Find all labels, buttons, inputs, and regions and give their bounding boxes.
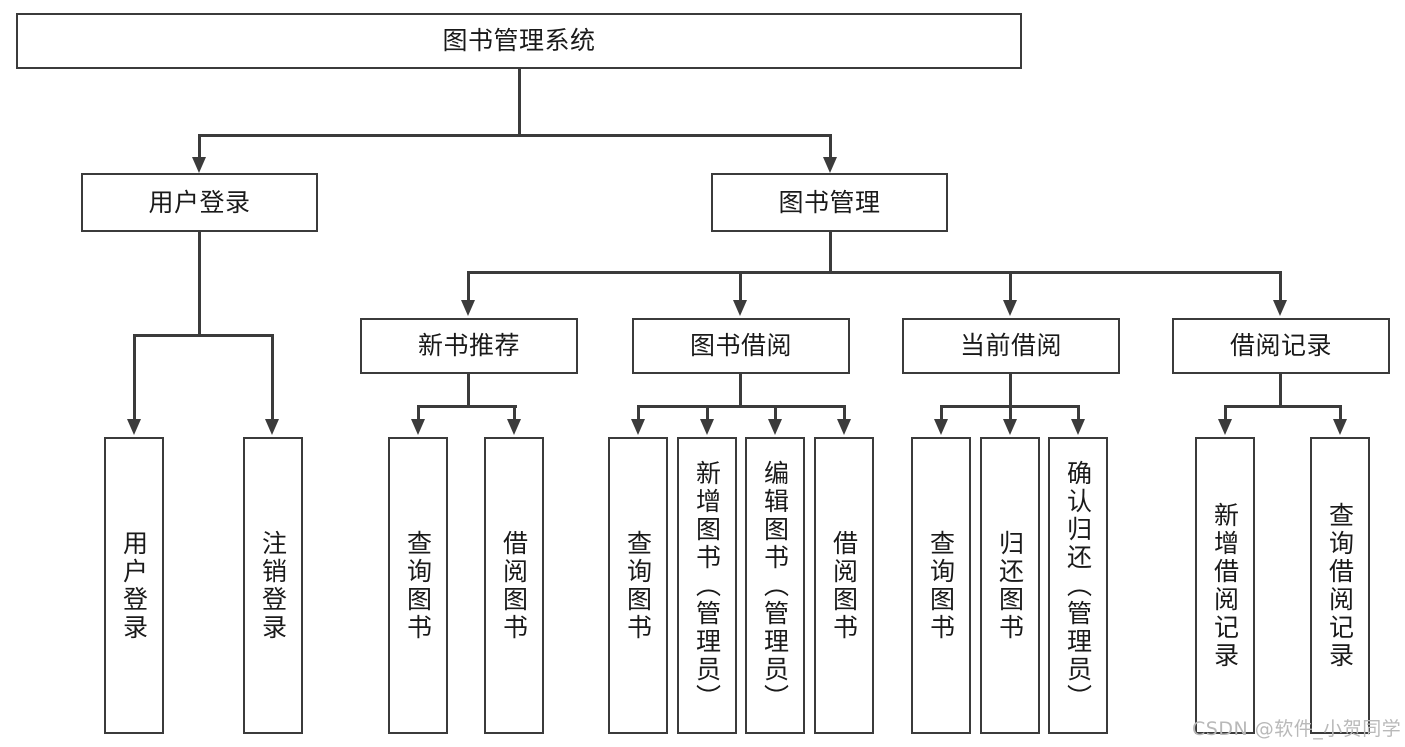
- arrow-to-book-borrow: [733, 300, 747, 316]
- edge-newbook-drop-2: [513, 405, 516, 420]
- node-book-management-label: 图书管理: [778, 187, 881, 217]
- leaf-borrow-book-label: 借阅图书: [829, 529, 859, 642]
- leaf-query-book-borrow[interactable]: 查询图书: [608, 437, 668, 734]
- edge-borrowrecord-drop-2: [1339, 405, 1342, 420]
- leaf-edit-book-admin-label: 编辑图书（管理员）: [760, 459, 790, 712]
- arrow-leaf-query-book-2: [631, 419, 645, 435]
- leaf-query-book-rec[interactable]: 查询图书: [388, 437, 448, 734]
- node-new-book-recommend-label: 新书推荐: [417, 331, 520, 360]
- edge-currentborrow-trunk: [1009, 374, 1012, 407]
- arrow-leaf-add-book: [700, 419, 714, 435]
- edge-userlogin-drop-1: [133, 334, 136, 420]
- leaf-query-borrow-record-label: 查询借阅记录: [1325, 501, 1355, 670]
- arrow-leaf-user-login: [127, 419, 141, 435]
- arrow-to-current-borrow: [1003, 300, 1017, 316]
- edge-bookborrow-bar: [637, 405, 843, 408]
- leaf-add-borrow-record[interactable]: 新增借阅记录: [1195, 437, 1255, 734]
- leaf-logout[interactable]: 注销登录: [243, 437, 303, 734]
- node-book-borrow-label: 图书借阅: [689, 331, 792, 360]
- arrow-root-to-user-login: [192, 157, 206, 173]
- edge-bookmgmt-trunk: [829, 232, 832, 274]
- edge-bookborrow-drop-1: [637, 405, 640, 420]
- leaf-confirm-return-admin[interactable]: 确认归还（管理员）: [1048, 437, 1108, 734]
- leaf-logout-label: 注销登录: [258, 529, 288, 642]
- edge-bookborrow-drop-2: [706, 405, 709, 420]
- edge-borrowrecord-bar: [1224, 405, 1341, 408]
- leaf-query-book-current-label: 查询图书: [926, 529, 956, 642]
- leaf-query-book-rec-label: 查询图书: [403, 529, 433, 642]
- leaf-query-book-borrow-label: 查询图书: [623, 529, 653, 642]
- edge-borrowrecord-trunk: [1279, 374, 1282, 407]
- edge-root-trunk: [518, 69, 521, 135]
- leaf-borrow-book-rec[interactable]: 借阅图书: [484, 437, 544, 734]
- node-user-login[interactable]: 用户登录: [81, 173, 318, 232]
- edge-bookmgmt-bar: [467, 271, 1281, 274]
- edge-newbook-drop-1: [417, 405, 420, 420]
- edge-bookmgmt-drop-2: [739, 271, 742, 301]
- edge-borrowrecord-drop-1: [1224, 405, 1227, 420]
- arrow-leaf-query-book-3: [934, 419, 948, 435]
- edge-bookborrow-drop-3: [774, 405, 777, 420]
- csdn-watermark: CSDN @软件_小贺同学: [1192, 718, 1402, 740]
- edge-userlogin-bar: [133, 334, 273, 337]
- leaf-borrow-book[interactable]: 借阅图书: [814, 437, 874, 734]
- edge-userlogin-drop-2: [271, 334, 274, 420]
- edge-root-bar: [198, 134, 831, 137]
- node-current-borrow[interactable]: 当前借阅: [902, 318, 1120, 374]
- leaf-borrow-book-rec-label: 借阅图书: [499, 529, 529, 642]
- arrow-to-borrow-record: [1273, 300, 1287, 316]
- edge-bookborrow-drop-4: [843, 405, 846, 420]
- arrow-to-new-book-rec: [461, 300, 475, 316]
- edge-currentborrow-drop-1: [940, 405, 943, 420]
- node-new-book-recommend[interactable]: 新书推荐: [360, 318, 578, 374]
- arrow-leaf-confirm-return: [1071, 419, 1085, 435]
- node-current-borrow-label: 当前借阅: [959, 331, 1062, 360]
- node-borrow-record-label: 借阅记录: [1229, 331, 1332, 360]
- arrow-leaf-borrow-book-1: [507, 419, 521, 435]
- leaf-return-book[interactable]: 归还图书: [980, 437, 1040, 734]
- leaf-edit-book-admin[interactable]: 编辑图书（管理员）: [745, 437, 805, 734]
- arrow-root-to-book-mgmt: [823, 157, 837, 173]
- edge-userlogin-trunk: [198, 232, 201, 336]
- leaf-confirm-return-admin-label: 确认归还（管理员）: [1063, 459, 1093, 712]
- arrow-leaf-logout: [265, 419, 279, 435]
- leaf-add-book-admin-label: 新增图书（管理员）: [692, 459, 722, 712]
- arrow-leaf-edit-book: [768, 419, 782, 435]
- arrow-leaf-query-record: [1333, 419, 1347, 435]
- edge-currentborrow-drop-3: [1077, 405, 1080, 420]
- leaf-user-login-label: 用户登录: [119, 529, 149, 642]
- arrow-leaf-borrow-book-2: [837, 419, 851, 435]
- edge-newbook-bar: [417, 405, 517, 408]
- node-root-label: 图书管理系统: [442, 26, 596, 55]
- leaf-return-book-label: 归还图书: [995, 529, 1025, 642]
- leaf-query-borrow-record[interactable]: 查询借阅记录: [1310, 437, 1370, 734]
- edge-bookmgmt-drop-4: [1279, 271, 1282, 301]
- node-borrow-record[interactable]: 借阅记录: [1172, 318, 1390, 374]
- edge-currentborrow-drop-2: [1009, 405, 1012, 420]
- node-user-login-label: 用户登录: [148, 187, 251, 217]
- node-book-borrow[interactable]: 图书借阅: [632, 318, 850, 374]
- node-book-management[interactable]: 图书管理: [711, 173, 948, 232]
- edge-root-to-book-mgmt: [829, 134, 832, 158]
- leaf-query-book-current[interactable]: 查询图书: [911, 437, 971, 734]
- edge-newbook-trunk: [467, 374, 470, 407]
- arrow-leaf-query-book-1: [411, 419, 425, 435]
- arrow-leaf-add-record: [1218, 419, 1232, 435]
- arrow-leaf-return-book: [1003, 419, 1017, 435]
- leaf-add-book-admin[interactable]: 新增图书（管理员）: [677, 437, 737, 734]
- edge-bookborrow-trunk: [739, 374, 742, 407]
- edge-bookmgmt-drop-3: [1009, 271, 1012, 301]
- node-root[interactable]: 图书管理系统: [16, 13, 1022, 69]
- leaf-user-login[interactable]: 用户登录: [104, 437, 164, 734]
- edge-bookmgmt-drop-1: [467, 271, 470, 301]
- leaf-add-borrow-record-label: 新增借阅记录: [1210, 501, 1240, 670]
- edge-root-to-user-login: [198, 134, 201, 158]
